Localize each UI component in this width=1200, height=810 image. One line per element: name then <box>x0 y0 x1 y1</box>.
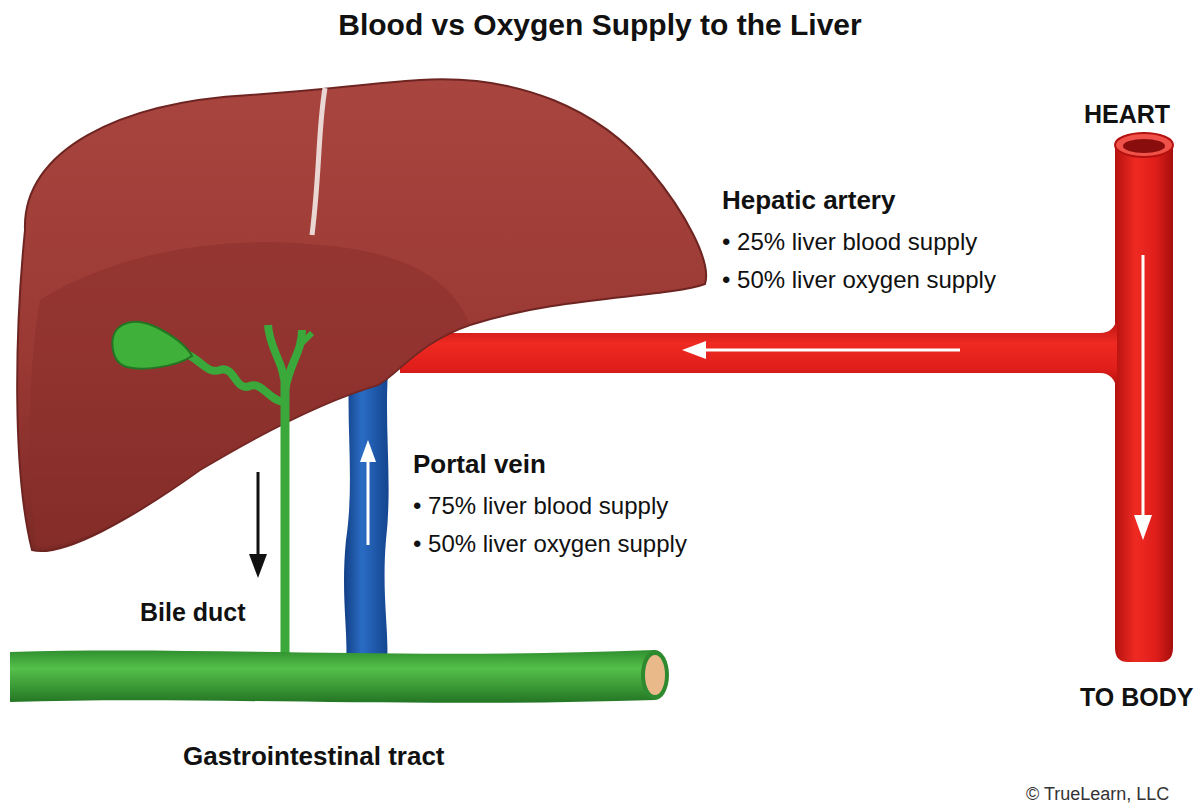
label-slot: HEART <box>1084 100 1170 129</box>
vessel-label: Portal vein <box>413 450 546 480</box>
label-slot: Gastrointestinal tract <box>183 742 445 772</box>
label-slot: © TrueLearn, LLC <box>1026 784 1169 805</box>
portal-vein <box>344 360 389 668</box>
gi-tract <box>10 650 669 703</box>
label-slot: Blood vs Oxygen Supply to the Liver <box>338 8 861 43</box>
organ-label: Gastrointestinal tract <box>183 742 445 772</box>
hepatic-artery <box>400 318 1117 390</box>
liver <box>17 79 706 551</box>
supply-note: • 50% liver oxygen supply <box>413 530 687 558</box>
supply-note: • 25% liver blood supply <box>722 228 977 256</box>
supply-note: • 75% liver blood supply <box>413 492 668 520</box>
label-slot: • 25% liver blood supply <box>722 228 977 256</box>
bile-system <box>112 322 312 662</box>
label-slot: • 75% liver blood supply <box>413 492 668 520</box>
label-slot: Hepatic artery <box>722 186 895 216</box>
label-slot: Portal vein <box>413 450 546 480</box>
diagram-title: Blood vs Oxygen Supply to the Liver <box>338 8 861 43</box>
direction-label: TO BODY <box>1080 683 1193 712</box>
copyright-note: © TrueLearn, LLC <box>1026 784 1169 805</box>
organ-label: HEART <box>1084 100 1170 129</box>
duct-label: Bile duct <box>140 598 246 627</box>
vessel-label: Hepatic artery <box>722 186 895 216</box>
label-slot: • 50% liver oxygen supply <box>722 266 996 294</box>
label-slot: • 50% liver oxygen supply <box>413 530 687 558</box>
supply-note: • 50% liver oxygen supply <box>722 266 996 294</box>
label-slot: Bile duct <box>140 598 246 627</box>
label-slot: TO BODY <box>1080 683 1193 712</box>
flow-arrows <box>249 255 1152 578</box>
aorta <box>1115 133 1173 662</box>
